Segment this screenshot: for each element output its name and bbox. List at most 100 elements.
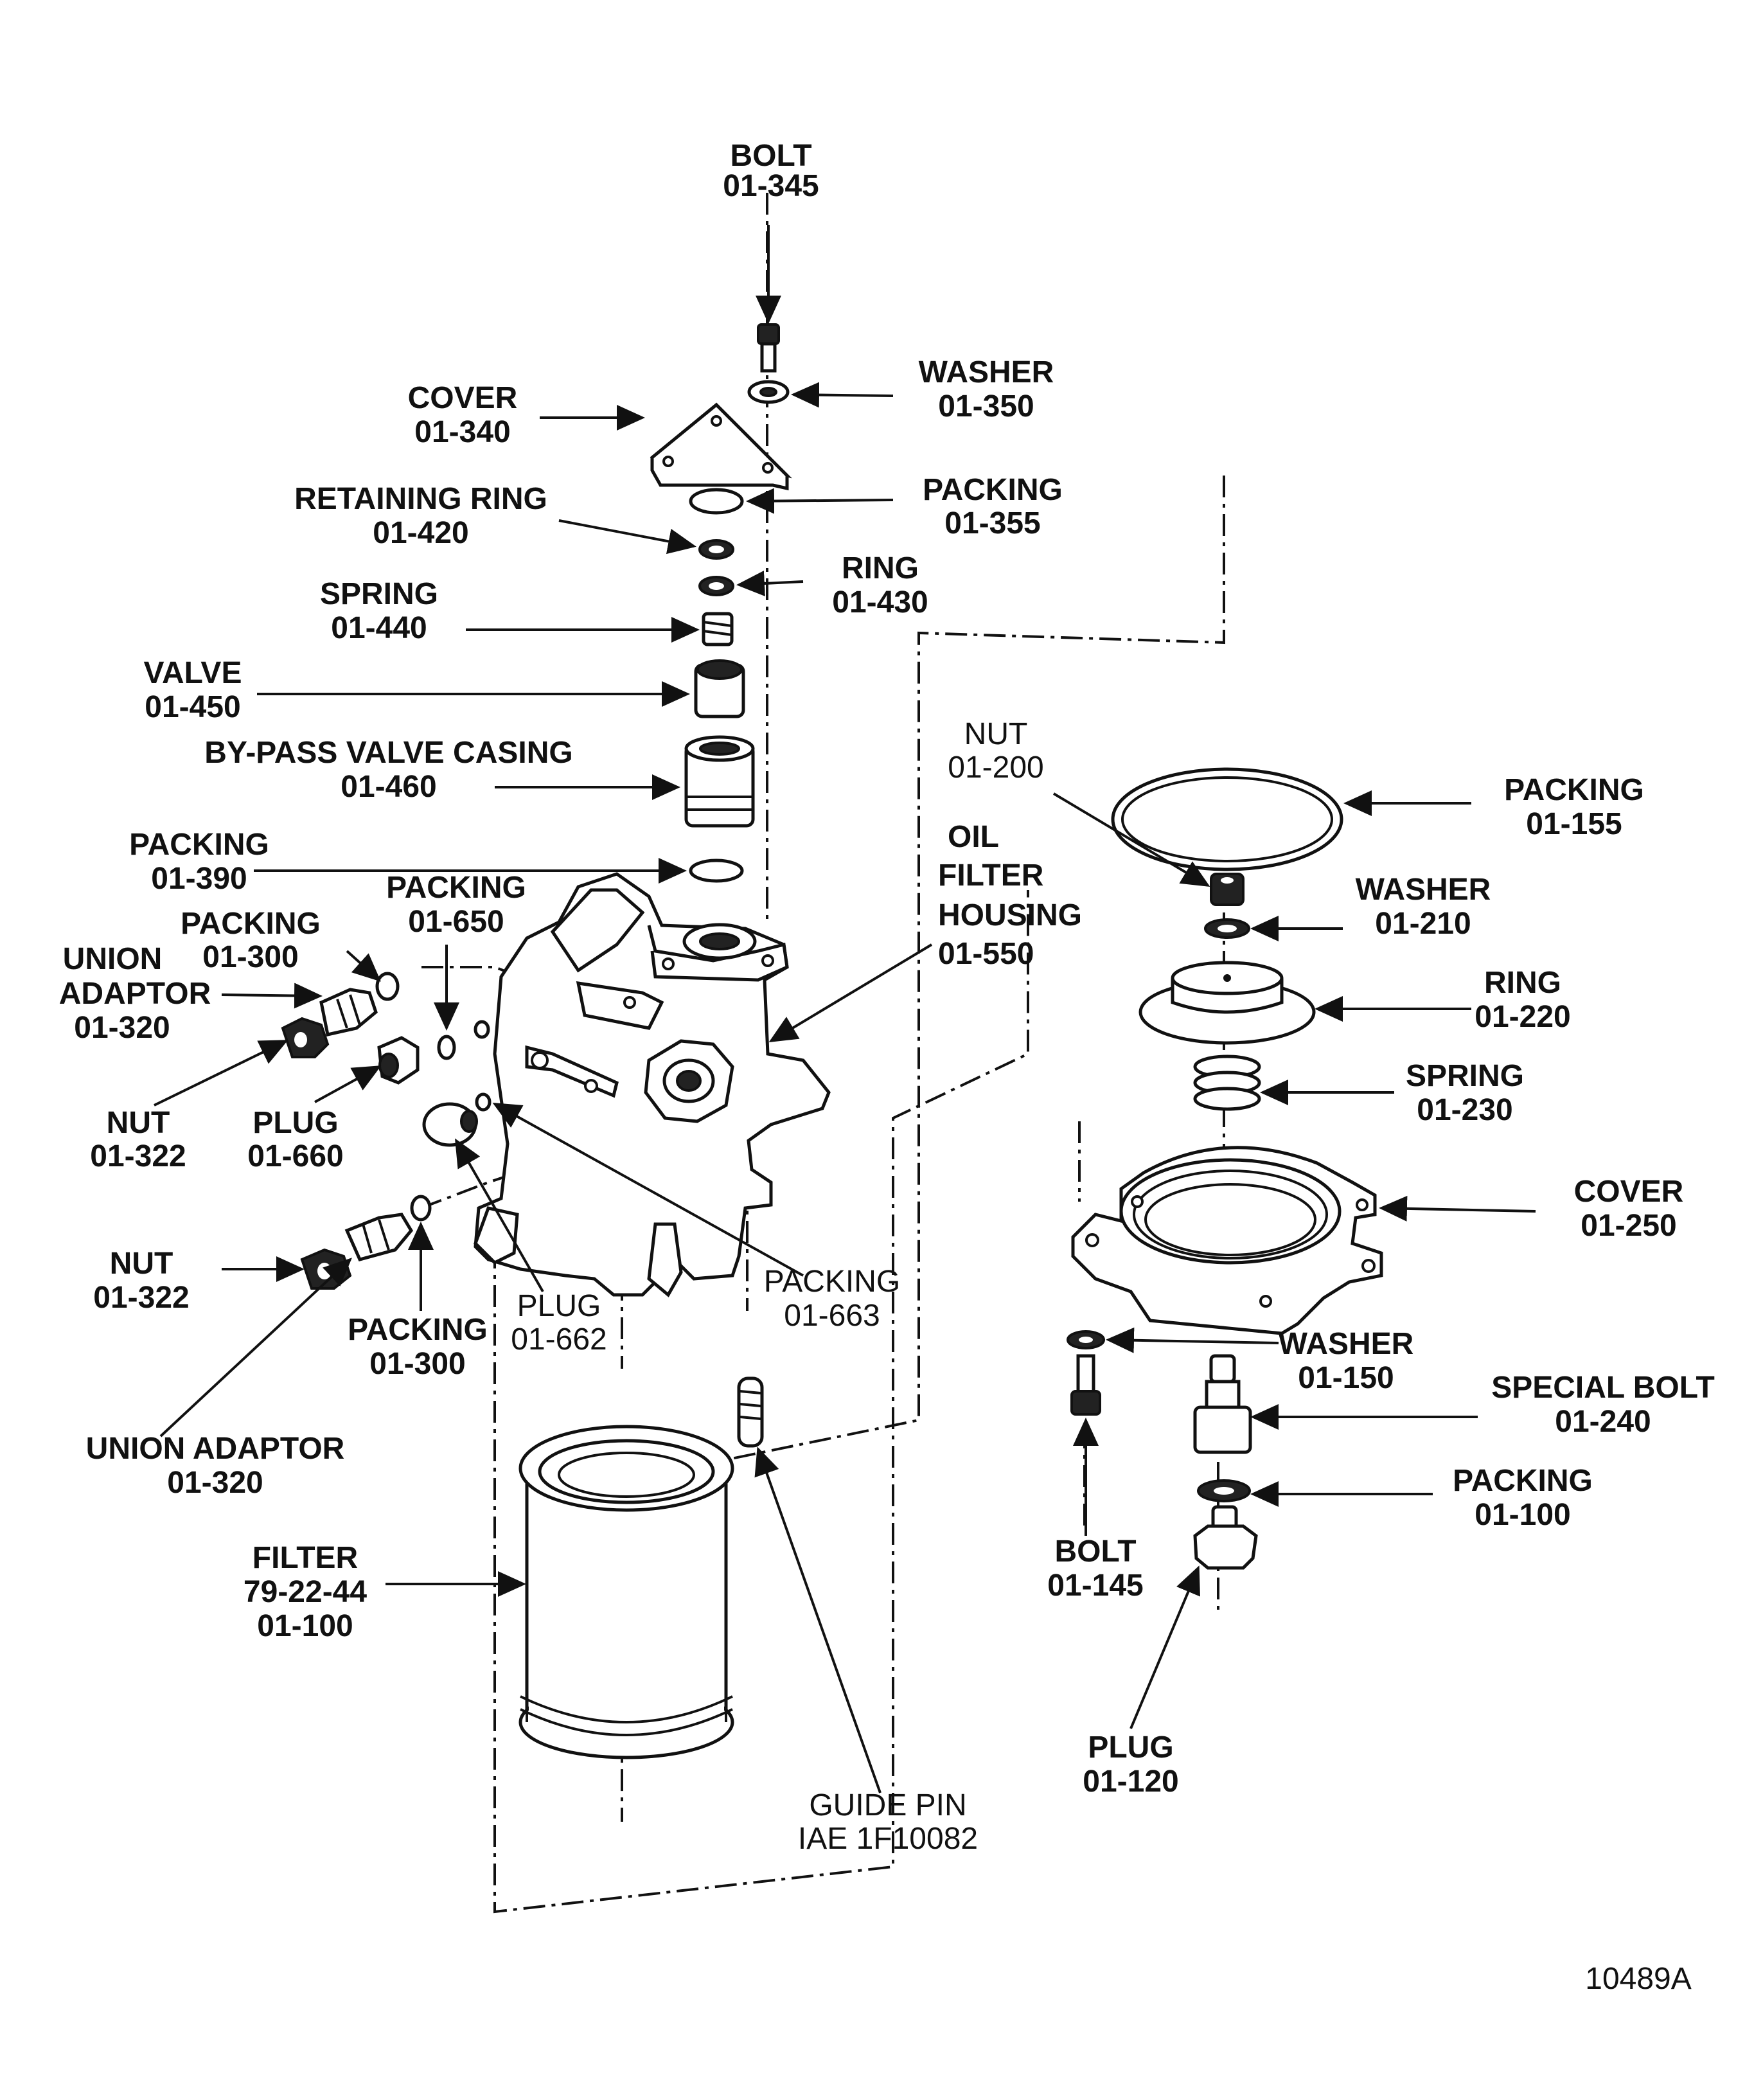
label-oil-filter-housing-1: OIL — [948, 820, 999, 854]
ring-430-part — [698, 576, 734, 596]
label-special-bolt-240-num: 01-240 — [1555, 1405, 1651, 1439]
label-union-adaptor-top-2: ADAPTOR — [59, 977, 211, 1011]
label-plug-660-num: 01-660 — [247, 1139, 343, 1173]
label-cover-340: COVER — [408, 381, 518, 415]
washer-150-part — [1067, 1330, 1105, 1349]
label-plug-662-num: 01-662 — [511, 1322, 607, 1357]
label-spring-230: SPRING — [1406, 1059, 1524, 1093]
label-bypass-casing-460-num: 01-460 — [341, 770, 436, 804]
cover-340-part — [650, 402, 792, 491]
label-plug-120: PLUG — [1088, 1731, 1173, 1765]
nut-322-top-part — [281, 1017, 330, 1058]
label-nut-200-num: 01-200 — [948, 751, 1043, 785]
spring-440-part — [702, 612, 734, 646]
label-packing-355: PACKING — [923, 473, 1063, 507]
label-union-adaptor-bottom: UNION ADAPTOR — [86, 1432, 345, 1466]
callout-labels: BOLT 01-345 WASHER 01-350 COVER 01-340 P… — [59, 139, 1715, 1996]
label-ring-220: RING — [1484, 966, 1561, 1000]
washer-210-part — [1204, 918, 1250, 939]
label-valve-450: VALVE — [144, 656, 242, 690]
label-cover-250: COVER — [1574, 1175, 1684, 1209]
label-cover-340-num: 01-340 — [414, 415, 510, 449]
label-oil-filter-housing-3: HOUSING — [938, 898, 1082, 932]
cover-250-part — [1071, 1146, 1383, 1335]
label-cover-250-num: 01-250 — [1581, 1209, 1676, 1243]
label-packing-100: PACKING — [1453, 1464, 1593, 1498]
plug-120-part — [1193, 1505, 1258, 1570]
label-nut-322-top: NUT — [107, 1106, 170, 1140]
packing-155-part — [1111, 767, 1343, 871]
packing-355-part — [689, 488, 744, 515]
label-washer-150-num: 01-150 — [1298, 1361, 1394, 1395]
label-packing-300-top: PACKING — [181, 907, 321, 941]
bolt-345-part — [757, 323, 780, 373]
label-washer-210: WASHER — [1356, 873, 1491, 907]
valve-450-part — [694, 659, 745, 718]
label-bypass-casing-460: BY-PASS VALVE CASING — [204, 736, 572, 770]
nut-200-part — [1210, 873, 1245, 906]
drawing-number: 10489A — [1585, 1962, 1692, 1996]
label-oil-filter-housing-num: 01-550 — [938, 937, 1034, 971]
label-packing-650-num: 01-650 — [408, 905, 504, 939]
label-guide-pin: GUIDE PIN — [809, 1788, 966, 1822]
bolt-145-part — [1070, 1354, 1101, 1416]
label-retaining-ring-420: RETAINING RING — [294, 482, 547, 516]
label-packing-390-num: 01-390 — [151, 862, 247, 896]
union-adaptor-bottom-part — [344, 1213, 414, 1261]
leader-lines — [154, 225, 1536, 1793]
ring-220-part — [1138, 961, 1316, 1045]
label-plug-662: PLUG — [517, 1289, 601, 1323]
label-union-adaptor-top: UNION — [63, 942, 163, 976]
plug-660-part — [377, 1036, 420, 1085]
label-filter-num: 01-100 — [257, 1609, 353, 1643]
label-bolt-145: BOLT — [1054, 1535, 1136, 1569]
label-bolt-145-num: 01-145 — [1047, 1569, 1143, 1603]
label-filter: FILTER — [252, 1541, 358, 1575]
label-washer-350: WASHER — [919, 355, 1054, 389]
label-spring-440: SPRING — [320, 577, 438, 611]
label-nut-200: NUT — [964, 717, 1028, 751]
label-spring-230-num: 01-230 — [1417, 1093, 1512, 1127]
plug-662-part — [422, 1102, 478, 1147]
label-packing-155: PACKING — [1504, 773, 1644, 807]
label-union-adaptor-top-num: 01-320 — [74, 1011, 170, 1045]
packing-390-part — [689, 859, 744, 883]
packing-100-part — [1197, 1479, 1251, 1502]
label-filter-ata: 79-22-44 — [244, 1575, 367, 1609]
guide-pin-part — [737, 1376, 764, 1448]
label-nut-322-top-num: 01-322 — [90, 1139, 186, 1173]
label-packing-663: PACKING — [764, 1265, 900, 1299]
special-bolt-240-part — [1193, 1354, 1252, 1454]
spring-230-part — [1193, 1054, 1261, 1111]
label-packing-663-num: 01-663 — [784, 1299, 880, 1333]
label-packing-355-num: 01-355 — [944, 506, 1040, 540]
label-bolt-345: BOLT — [730, 139, 811, 173]
label-packing-300-bottom-num: 01-300 — [369, 1347, 465, 1381]
retaining-ring-420-part — [698, 539, 734, 560]
label-ring-430: RING — [842, 551, 919, 585]
bypass-casing-460-part — [684, 735, 755, 828]
label-plug-660: PLUG — [252, 1106, 338, 1140]
label-packing-650: PACKING — [386, 871, 526, 905]
packing-650-ring-part — [474, 1020, 490, 1039]
label-packing-300-top-num: 01-300 — [202, 940, 298, 974]
label-retaining-ring-420-num: 01-420 — [373, 516, 468, 550]
union-adaptor-top-part — [319, 988, 378, 1037]
label-washer-210-num: 01-210 — [1375, 907, 1471, 941]
washer-350-part — [747, 380, 790, 404]
label-washer-350-num: 01-350 — [938, 389, 1034, 423]
label-packing-300-bottom: PACKING — [348, 1313, 488, 1347]
label-spring-440-num: 01-440 — [331, 611, 427, 645]
packing-650-part — [437, 1035, 456, 1060]
packing-663-part — [475, 1092, 492, 1112]
label-nut-322-bottom-num: 01-322 — [93, 1281, 189, 1315]
label-washer-150: WASHER — [1279, 1327, 1414, 1361]
packing-300-bottom-part — [410, 1195, 432, 1222]
label-nut-322-bottom: NUT — [110, 1247, 173, 1281]
label-union-adaptor-bottom-num: 01-320 — [167, 1466, 263, 1500]
label-packing-390: PACKING — [129, 828, 269, 862]
label-guide-pin-num: IAE 1F10082 — [798, 1822, 978, 1856]
label-ring-430-num: 01-430 — [832, 585, 928, 619]
